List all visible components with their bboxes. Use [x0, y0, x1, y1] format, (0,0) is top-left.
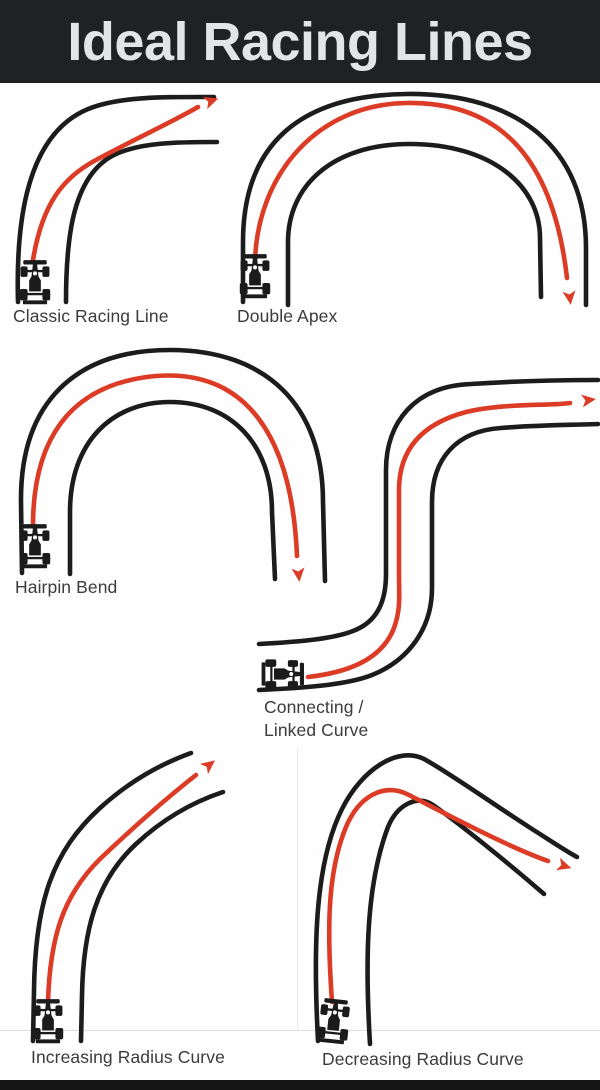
track-inner-boundary [67, 399, 278, 582]
race-car-icon [19, 524, 51, 569]
arrowhead-icon [202, 96, 219, 110]
arrowhead-icon [199, 760, 216, 775]
label-increasing-radius-curve: Increasing Radius Curve [31, 1047, 225, 1067]
track-outer-boundary [15, 94, 217, 305]
label-double-apex: Double Apex [237, 306, 338, 326]
track-inner-boundary [63, 139, 220, 305]
divider-line-vertical [297, 748, 298, 1030]
arrowhead-icon [581, 394, 596, 408]
diagram-classic-racing-line [15, 94, 220, 305]
arrowhead-icon [556, 857, 572, 871]
label-classic-racing-line: Classic Racing Line [13, 306, 169, 326]
track-outer-boundary [313, 753, 580, 1044]
label-decreasing-radius-curve: Decreasing Radius Curve [322, 1049, 524, 1069]
diagram-double-apex [239, 91, 589, 308]
track-outer-boundary [18, 347, 328, 584]
label-line-1: Connecting / [264, 697, 364, 717]
racing-line [45, 772, 199, 1005]
track-inner-boundary [78, 789, 226, 1044]
divider-line [0, 1030, 600, 1031]
arrowhead-icon [562, 290, 576, 305]
footer-bar [0, 1080, 600, 1090]
diagram-increasing-radius-curve [30, 750, 226, 1044]
label-connecting-linked-curve: Connecting / Linked Curve [264, 696, 368, 742]
racing-line [305, 400, 573, 680]
racing-line [326, 788, 551, 1005]
track-outer-boundary [30, 750, 194, 1044]
track-inner-boundary [365, 798, 547, 1047]
track-inner-boundary [256, 421, 600, 693]
arrowhead-icon [291, 567, 305, 582]
race-car-icon [32, 999, 64, 1044]
track-inner-boundary [285, 141, 544, 308]
diagram-hairpin-bend [18, 347, 328, 584]
label-hairpin-bend: Hairpin Bend [15, 577, 118, 597]
diagram-connecting-linked-curve [256, 377, 600, 693]
racing-line [30, 104, 201, 263]
racing-line [252, 100, 570, 281]
title-banner: Ideal Racing Lines [0, 0, 600, 83]
page-title: Ideal Racing Lines [67, 11, 533, 72]
race-car-icon [19, 260, 51, 305]
race-car-icon [261, 659, 304, 689]
racing-line [30, 373, 300, 559]
label-line-2: Linked Curve [264, 720, 369, 740]
track-outer-boundary [240, 91, 589, 308]
track-outer-boundary [256, 377, 600, 647]
race-car-icon [316, 997, 352, 1045]
diagram-decreasing-radius-curve [313, 753, 580, 1047]
